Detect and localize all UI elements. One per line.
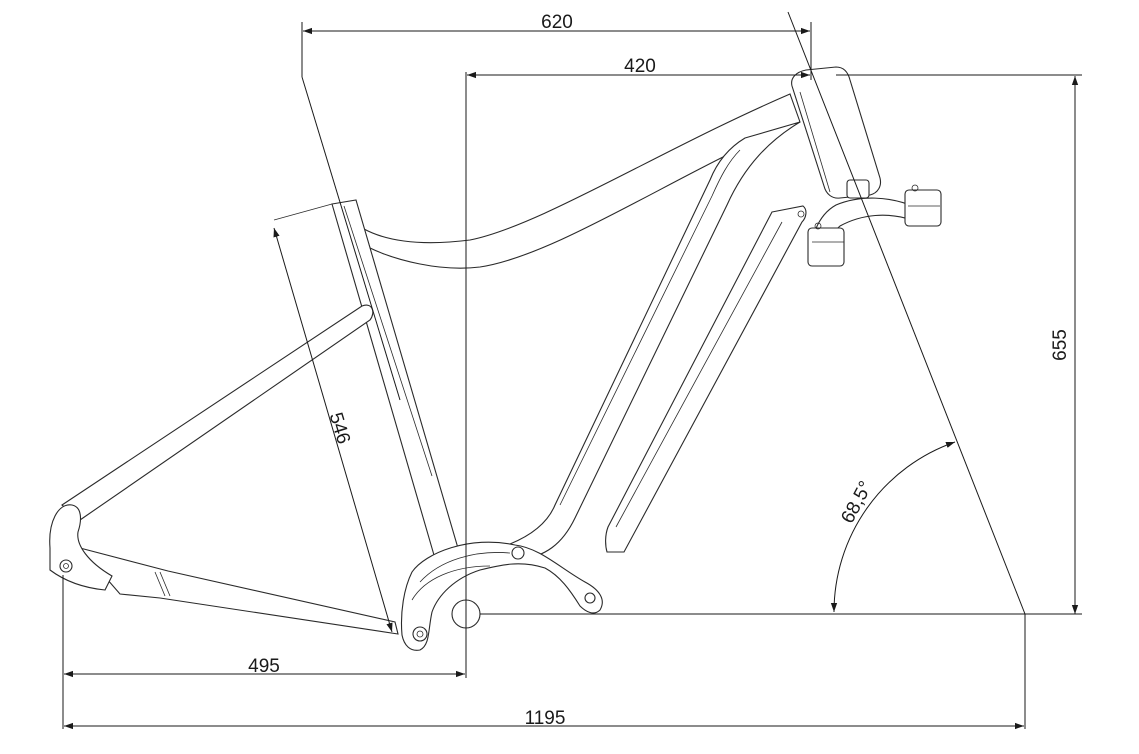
rear-axle <box>59 559 73 573</box>
dim-line-546 <box>273 227 393 633</box>
seat-tube-top-edge <box>273 203 333 221</box>
label-stack: 655 <box>1050 329 1071 361</box>
head-tube <box>791 66 882 199</box>
chainstay-detail-2 <box>159 571 171 597</box>
crown-bolt <box>814 222 822 230</box>
dimension-lines <box>62 11 1082 730</box>
rear-axle-center <box>63 563 69 569</box>
fork-clamp-right <box>904 189 942 227</box>
head-tube-inner-line <box>799 91 831 193</box>
chainstay-detail <box>154 571 166 597</box>
crown-bolt-2 <box>911 184 919 192</box>
battery-lock <box>797 210 805 218</box>
down-tube-inner-line <box>559 149 741 506</box>
motor-mount <box>400 541 603 651</box>
steering-axis-line <box>787 11 1026 615</box>
bike-frame <box>49 66 942 651</box>
motor-bolt-center <box>416 630 424 638</box>
motor-bolt <box>412 626 428 642</box>
label-reach: 420 <box>624 56 656 77</box>
motor-bolt-3 <box>584 592 596 604</box>
fork-clamp-left <box>807 227 845 267</box>
rear-dropout <box>49 504 113 591</box>
battery <box>605 205 807 553</box>
label-seat-tube: 546 <box>325 410 354 446</box>
seat-stay <box>61 304 374 521</box>
label-chainstay: 495 <box>248 656 280 677</box>
motor-inner-line <box>419 552 511 583</box>
label-top-length: 620 <box>541 12 573 33</box>
motor-bolt-2 <box>511 546 525 560</box>
label-wheelbase: 1195 <box>525 708 566 729</box>
chain-stay <box>78 547 399 635</box>
angle-arc <box>830 441 956 613</box>
battery-inner-line <box>615 221 783 528</box>
motor-inner-line-2 <box>411 565 491 601</box>
